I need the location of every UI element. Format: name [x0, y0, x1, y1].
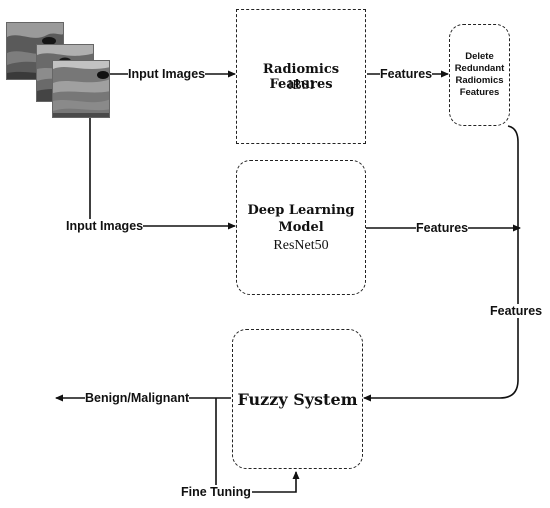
delete-redundant-text: Delete Redundant Radiomics Features — [450, 51, 509, 99]
label-features-mid: Features — [416, 221, 469, 235]
label-output: Benign/Malignant — [85, 391, 190, 405]
delete-line-1: Delete — [465, 51, 494, 62]
arrow-images-to-deep-learning — [89, 118, 236, 230]
deep-learning-title-1: Deep Learning — [247, 203, 355, 218]
delete-redundant-box: Delete Redundant Radiomics Features — [449, 24, 510, 126]
arrow-bus-to-fuzzy — [363, 125, 519, 402]
label-input-images-top: Input Images — [128, 67, 206, 81]
label-input-images-mid: Input Images — [66, 219, 144, 233]
fuzzy-system-box: Fuzzy System — [232, 329, 363, 469]
label-fine-tuning: Fine Tuning — [181, 485, 251, 499]
deep-learning-subtitle: ResNet50 — [273, 238, 329, 253]
radiomics-subtitle: IBSI — [287, 78, 315, 93]
ultrasound-image-3 — [52, 60, 110, 118]
fuzzy-system-title: Fuzzy System — [237, 390, 358, 409]
delete-line-2: Redundant — [454, 63, 505, 74]
radiomics-features-box: Radiomics Features IBSI — [236, 9, 366, 144]
delete-line-4: Features — [459, 87, 500, 98]
deep-learning-box: Deep Learning Model ResNet50 — [236, 160, 366, 295]
deep-learning-title-2: Model — [278, 220, 324, 235]
label-features-top: Features — [380, 67, 433, 81]
delete-line-3: Radiomics — [455, 75, 504, 86]
arrow-fine-tuning-to-fuzzy — [252, 471, 300, 493]
label-features-right: Features — [490, 304, 543, 318]
radiomics-title: Radiomics Features — [262, 62, 340, 92]
